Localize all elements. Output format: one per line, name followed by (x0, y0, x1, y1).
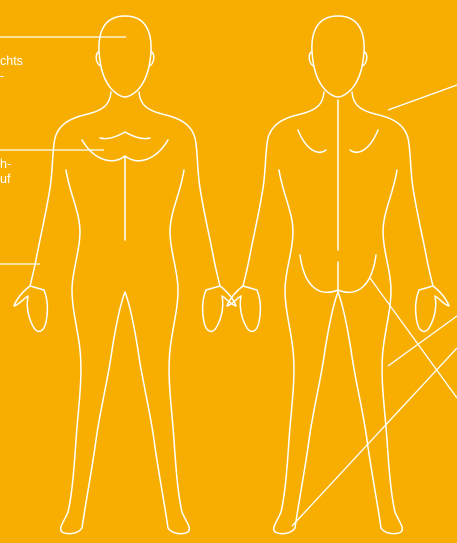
front-body-figure (14, 16, 236, 534)
head-annotation-text: chts - (0, 54, 23, 84)
chest-annotation-text: h- uf (0, 157, 11, 187)
front-head (99, 16, 151, 97)
back-glutes (300, 255, 376, 292)
back-head (312, 16, 364, 97)
front-chest (82, 132, 168, 240)
back-hand-right (416, 286, 449, 331)
back-spine-and-blades (298, 100, 378, 250)
front-hand-right (203, 286, 236, 331)
back-hand-left (227, 286, 260, 331)
leader-back (388, 85, 457, 110)
front-hand-left (14, 286, 47, 331)
back-body-figure (227, 16, 449, 534)
leader-foot (292, 348, 457, 526)
